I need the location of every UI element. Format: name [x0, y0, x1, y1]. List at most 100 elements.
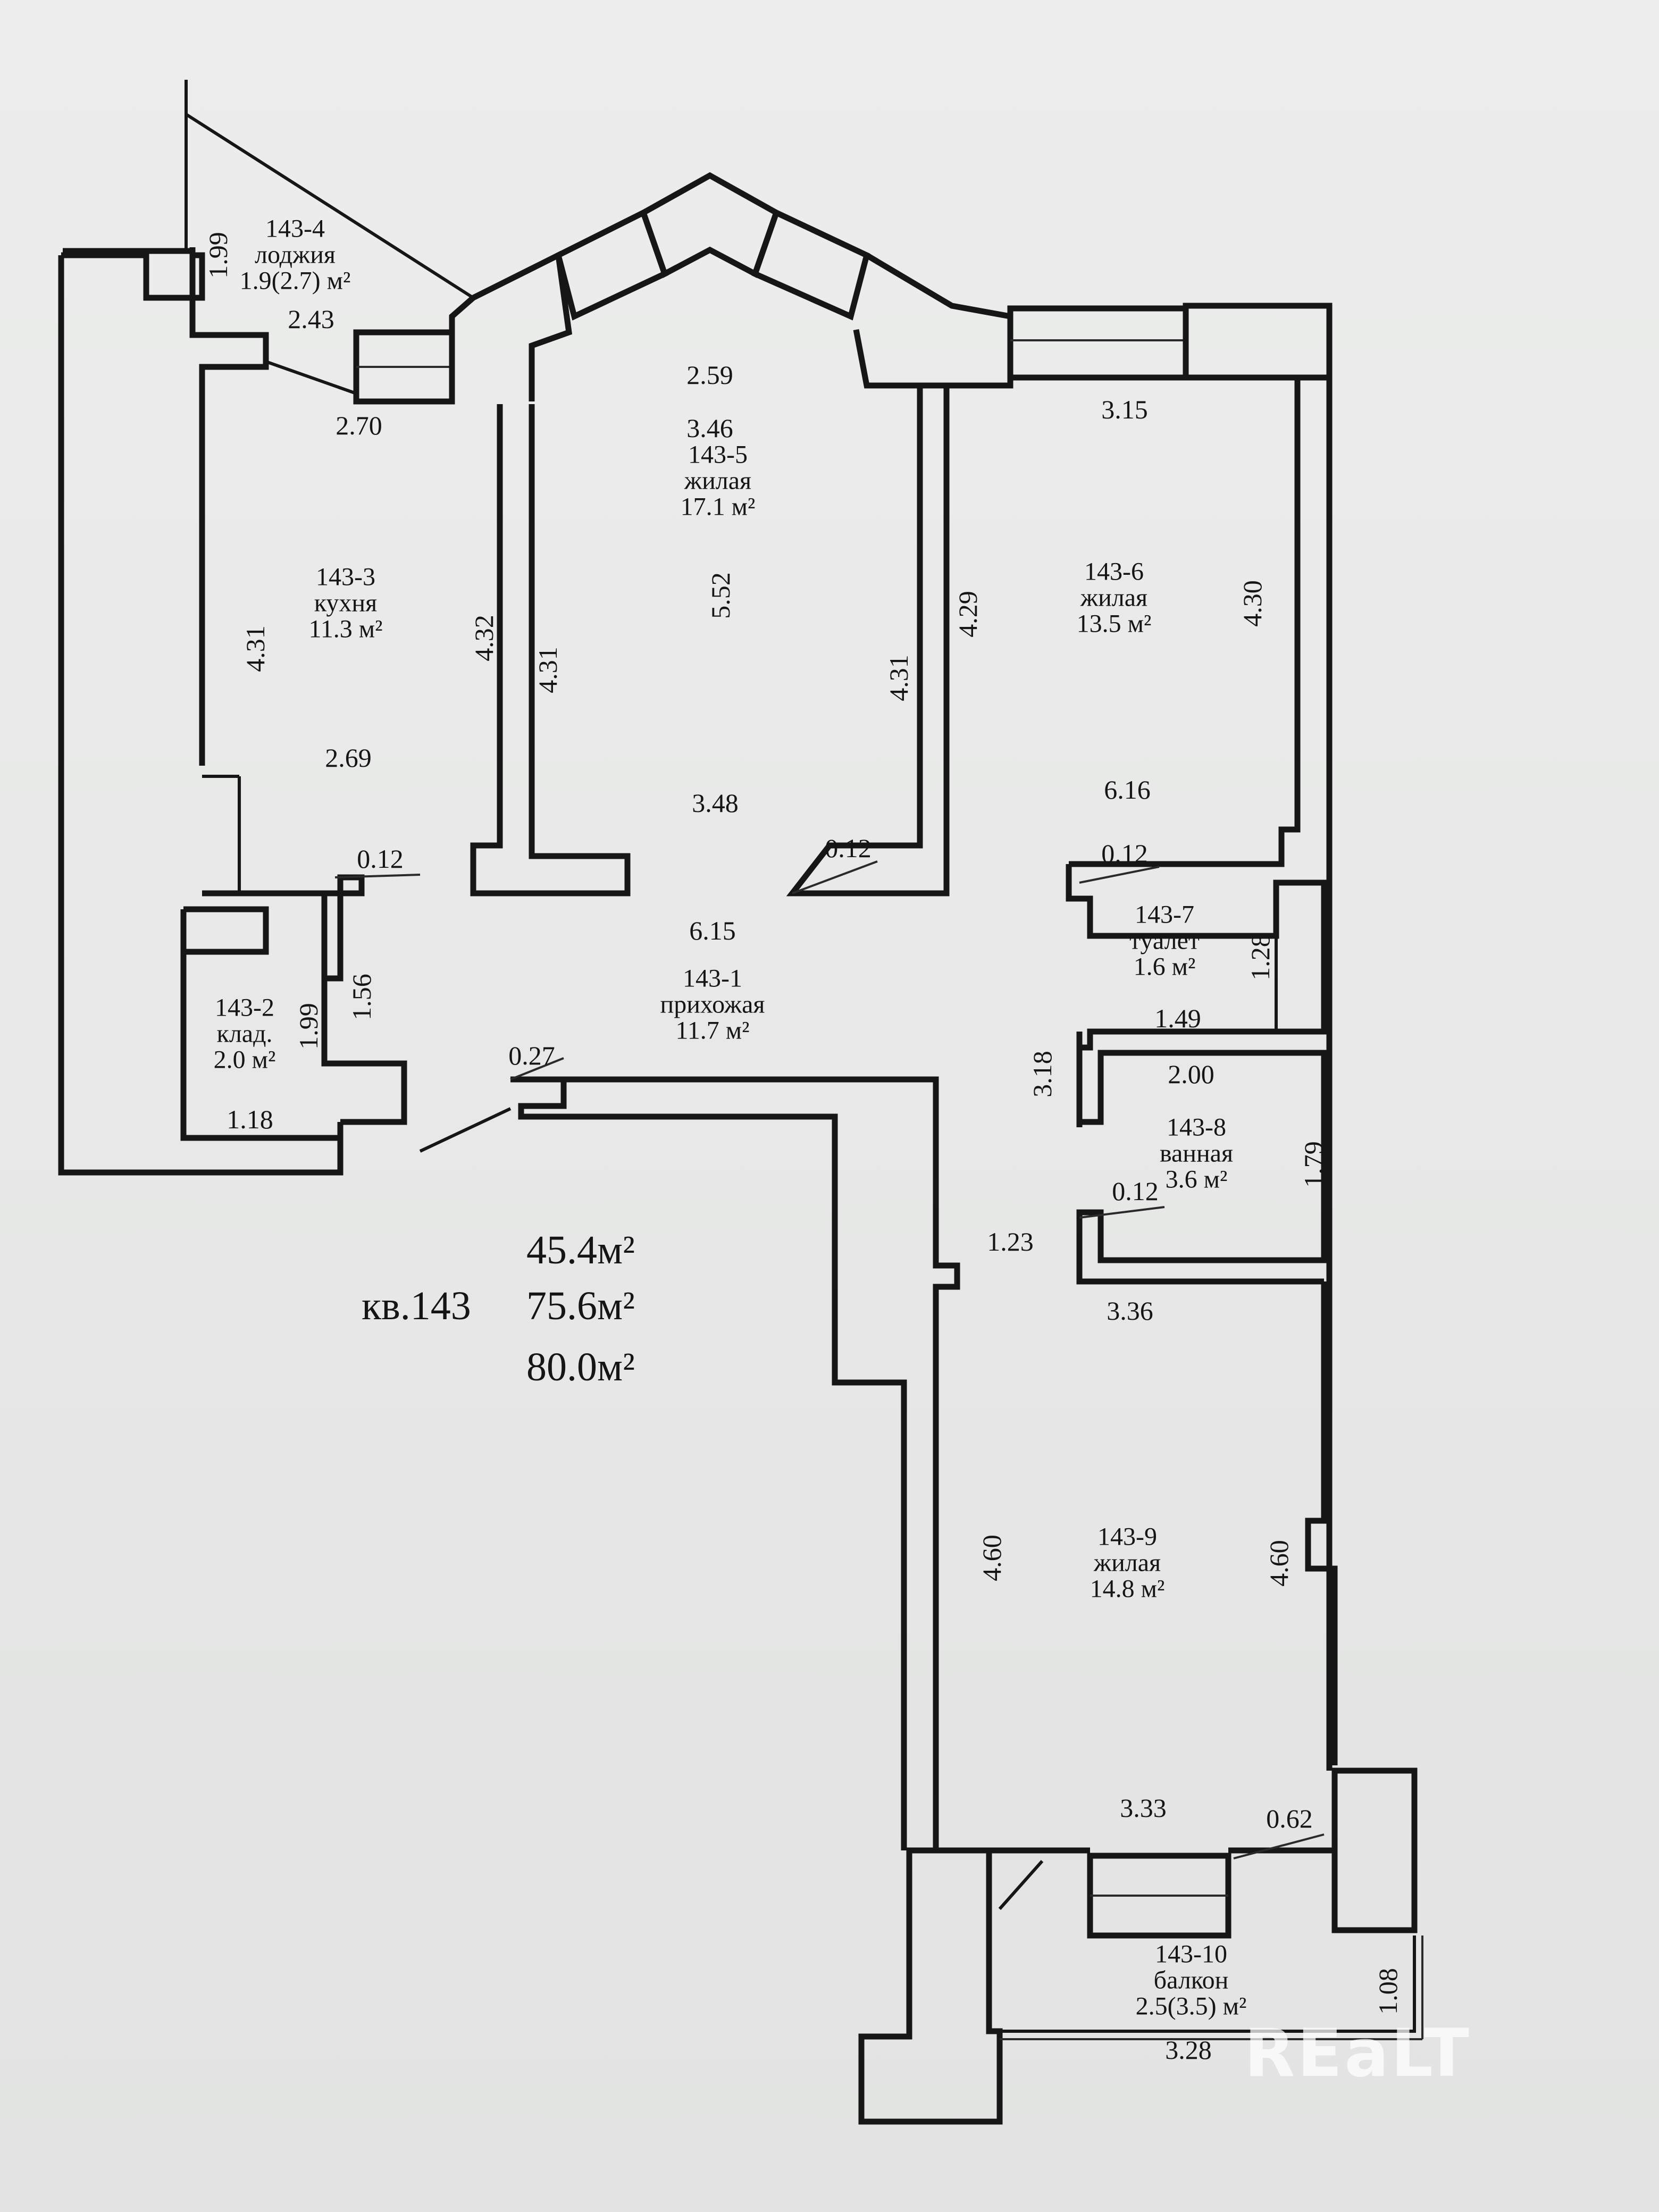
bay-wall	[449, 250, 573, 401]
wall-storage-right	[321, 978, 407, 1125]
wall-living5-right	[786, 388, 950, 896]
room-id: 143-5	[688, 440, 748, 469]
leader-012-left	[334, 874, 421, 878]
living-area-total: 45.4м²	[526, 1228, 635, 1272]
dim-1-99-storage: 1.99	[294, 1003, 323, 1050]
dim-1-08: 1.08	[1373, 1968, 1403, 2015]
dim-0-12-bedroom6: 0.12	[1101, 839, 1148, 868]
room-area: 1.9(2.7) м²	[239, 266, 351, 295]
room-name: клад.	[216, 1019, 273, 1048]
wall-hall-top	[521, 1076, 960, 1850]
wall-storage-left	[180, 909, 340, 1141]
wall-hall-bottom	[510, 1076, 907, 1850]
room-area: 11.7 м²	[675, 1016, 750, 1045]
loggia-diagonal	[185, 113, 474, 299]
leader-012-mid	[792, 860, 878, 894]
room-area: 2.5(3.5) м²	[1135, 1992, 1247, 2021]
dim-1-56: 1.56	[347, 974, 376, 1020]
room-id: 143-1	[683, 964, 742, 993]
room-label-143-9: 143-9 жилая 14.8 м²	[1090, 1524, 1165, 1603]
apartment-label: кв.143	[362, 1284, 471, 1328]
window-top-right	[1007, 305, 1189, 381]
room-label-143-3: 143-3 кухня 11.3 м²	[308, 563, 383, 643]
room-id: 143-7	[1135, 900, 1194, 929]
leader-012-right	[1079, 866, 1160, 884]
room-name: жилая	[1093, 1548, 1161, 1577]
wall-wc	[1066, 864, 1327, 1127]
dim-1-28: 1.28	[1245, 934, 1275, 981]
room-label-143-6: 143-6 жилая 13.5 м²	[1077, 559, 1152, 638]
room-label-143-10: 143-10 балкон 2.5(3.5) м²	[1135, 1940, 1247, 2021]
dim-0-27: 0.27	[508, 1041, 555, 1070]
wall-storage	[183, 906, 269, 955]
room-label-143-4: 143-4 лоджия 1.9(2.7) м²	[240, 216, 351, 295]
leader-012-bath	[1079, 1206, 1165, 1219]
dim-4-29: 4.29	[953, 591, 983, 638]
room-name: жилая	[684, 466, 752, 495]
room-id: 143-6	[1084, 557, 1144, 586]
room-name: кухня	[314, 589, 378, 617]
balcony-rail	[1000, 1936, 1416, 2033]
room-id: 143-4	[265, 214, 325, 243]
room-name: жилая	[1080, 583, 1148, 612]
room-id: 143-2	[215, 993, 274, 1022]
wall-top-left	[189, 247, 269, 766]
room-id: 143-3	[316, 563, 375, 591]
room-id: 143-9	[1097, 1522, 1157, 1551]
dim-3-48: 3.48	[692, 788, 739, 818]
dim-0-62: 0.62	[1266, 1804, 1313, 1833]
dim-3-33: 3.33	[1120, 1793, 1167, 1823]
balcony-door-swing	[998, 1860, 1044, 1910]
apartment-total-with-balcony: 80.0м²	[526, 1343, 635, 1392]
dim-3-18: 3.18	[1027, 1051, 1057, 1097]
leader-062	[1233, 1833, 1325, 1859]
bay-window-center	[640, 172, 780, 278]
dim-0-12-bath: 0.12	[1112, 1176, 1159, 1206]
dim-4-31-living-left: 4.31	[533, 647, 563, 693]
dim-3-28: 3.28	[1165, 2035, 1212, 2065]
dim-1-49: 1.49	[1154, 1003, 1201, 1033]
dim-1-23: 1.23	[987, 1227, 1034, 1256]
loggia-base	[265, 360, 357, 395]
room-name: прихожая	[660, 990, 765, 1019]
room-area: 11.3 м²	[308, 615, 383, 643]
wall-pier-top-right	[1183, 303, 1333, 381]
dim-2-59: 2.59	[686, 360, 733, 390]
total-area-with-balcony: 80.0м²	[526, 1345, 635, 1389]
room-label-143-7: 143-7 туалет 1.6 м²	[1129, 902, 1200, 981]
room-name: туалет	[1129, 926, 1200, 955]
total-area: 75.6м²	[526, 1284, 635, 1328]
dim-4-31-living-right: 4.31	[884, 655, 914, 701]
room-area: 14.8 м²	[1090, 1574, 1165, 1603]
room-label-143-2: 143-2 клад. 2.0 м²	[214, 995, 276, 1074]
room-area: 1.6 м²	[1133, 952, 1196, 981]
wall-pier-bottom-right	[1331, 1767, 1418, 1933]
wall-bedroom9-right	[1305, 1281, 1338, 1765]
room-area: 2.0 м²	[213, 1045, 276, 1074]
room-label-143-5: 143-5 жилая 17.1 м²	[681, 442, 756, 521]
wall-kitchen-right	[470, 404, 631, 896]
dim-4-30: 4.30	[1237, 580, 1267, 627]
dim-2-70: 2.70	[336, 410, 382, 440]
dim-3-46: 3.46	[686, 413, 733, 443]
room-name: ванная	[1159, 1139, 1234, 1168]
room-area: 3.6 м²	[1165, 1165, 1228, 1194]
dim-2-69: 2.69	[325, 743, 372, 773]
dim-3-36: 3.36	[1107, 1296, 1153, 1326]
dim-4-60-left: 4.60	[977, 1535, 1007, 1581]
dim-1-79: 1.79	[1298, 1141, 1328, 1188]
dim-2-00: 2.00	[1168, 1059, 1214, 1089]
apartment-number: кв.143	[362, 1281, 471, 1331]
dim-0-12-kitchen: 0.12	[357, 844, 404, 874]
room-name: балкон	[1153, 1966, 1229, 1995]
realt-watermark-logo: REaLT	[1244, 2015, 1471, 2092]
dim-3-15: 3.15	[1101, 395, 1148, 424]
bay-right	[853, 253, 1013, 389]
bay-window-3	[751, 208, 870, 321]
dim-4-60-right: 4.60	[1264, 1540, 1294, 1587]
wall-kitchen-bottom	[202, 874, 365, 982]
dim-4-32: 4.32	[469, 615, 499, 661]
room-id: 143-10	[1155, 1940, 1227, 1968]
